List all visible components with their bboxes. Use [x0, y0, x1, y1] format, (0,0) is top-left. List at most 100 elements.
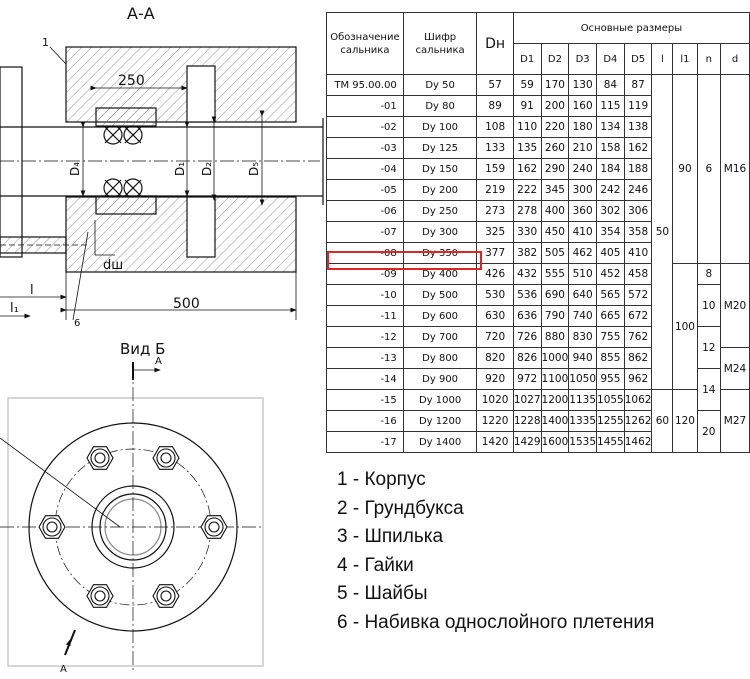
cell-d4: 1455: [596, 431, 625, 453]
cell-d3: 940: [568, 347, 598, 369]
dim-d4: D₄: [68, 161, 83, 177]
l1-cell: 90: [672, 74, 698, 264]
cell-d4: 855: [596, 347, 625, 369]
cell-d2: 200: [540, 95, 570, 117]
d-cell: M27: [719, 389, 750, 453]
n-cell: 6: [696, 74, 721, 264]
col-d4: D4: [596, 43, 625, 75]
cell-d1: 91: [512, 95, 542, 117]
cell-cipher: Dy 80: [402, 95, 478, 117]
cell-d3: 240: [568, 158, 598, 180]
cell-d5: 672: [623, 305, 653, 327]
cell-d4: 158: [596, 137, 625, 159]
cell-dn: 426: [476, 263, 514, 285]
cell-d5: 162: [623, 137, 653, 159]
cell-cipher: Dy 125: [402, 137, 478, 159]
cell-designation: -01: [326, 95, 404, 117]
cell-d3: 410: [568, 221, 598, 243]
cell-d3: 210: [568, 137, 598, 159]
cell-d4: 302: [596, 200, 625, 222]
legend-item-3: 3 - Шпилька: [337, 526, 444, 548]
l1-cell: 100: [672, 263, 698, 390]
cell-d5: 862: [623, 347, 653, 369]
cell-dn: 377: [476, 242, 514, 264]
cell-designation: -04: [326, 158, 404, 180]
cell-d2: 1000: [540, 347, 570, 369]
cell-d1: 826: [512, 347, 542, 369]
cell-d3: 830: [568, 326, 598, 348]
cell-d4: 452: [596, 263, 625, 285]
cell-d5: 1262: [623, 410, 653, 432]
cell-designation: -07: [326, 221, 404, 243]
cell-d5: 1462: [623, 431, 653, 453]
cell-cipher: Dy 250: [402, 200, 478, 222]
cell-dn: 1420: [476, 431, 514, 453]
cell-d2: 260: [540, 137, 570, 159]
cell-cipher: Dy 1400: [402, 431, 478, 453]
col-cipher: Шифр сальника: [402, 12, 478, 75]
cell-d4: 1055: [596, 389, 625, 411]
cell-dn: 530: [476, 284, 514, 306]
cell-dn: 273: [476, 200, 514, 222]
l1-cell: 120: [672, 389, 698, 453]
col-designation: Обозначение сальника: [326, 12, 404, 75]
cell-d2: 1400: [540, 410, 570, 432]
cell-dn: 133: [476, 137, 514, 159]
cell-d2: 450: [540, 221, 570, 243]
cell-dn: 89: [476, 95, 514, 117]
cell-d2: 1600: [540, 431, 570, 453]
n-cell: 8: [696, 263, 721, 285]
cell-d2: 880: [540, 326, 570, 348]
cell-d4: 1255: [596, 410, 625, 432]
l-cell: 50: [651, 74, 674, 390]
cell-d1: 162: [512, 158, 542, 180]
cell-d3: 1335: [568, 410, 598, 432]
cell-cipher: Dy 500: [402, 284, 478, 306]
cell-dn: 1020: [476, 389, 514, 411]
dim-250: 250: [118, 73, 145, 89]
section-view: [0, 46, 324, 321]
cell-d3: 1050: [568, 368, 598, 390]
cell-d4: 134: [596, 116, 625, 138]
cut-label-top: А: [155, 356, 162, 367]
cell-cipher: Dy 1000: [402, 389, 478, 411]
dim-d1: D₁: [173, 161, 188, 177]
highlighted-row: [327, 251, 482, 270]
cell-cipher: Dy 700: [402, 326, 478, 348]
cell-d4: 354: [596, 221, 625, 243]
cell-d5: 138: [623, 116, 653, 138]
callout-1: 1: [42, 36, 49, 49]
cell-dn: 108: [476, 116, 514, 138]
cell-d4: 755: [596, 326, 625, 348]
cell-d4: 84: [596, 74, 625, 96]
cell-designation: ТМ 95.00.00: [326, 74, 404, 96]
cell-d2: 790: [540, 305, 570, 327]
cell-d2: 220: [540, 116, 570, 138]
legend-item-6: 6 - Набивка однослойного плетения: [337, 611, 655, 633]
cell-d1: 972: [512, 368, 542, 390]
cell-cipher: Dy 150: [402, 158, 478, 180]
cell-cipher: Dy 800: [402, 347, 478, 369]
col-l: l: [651, 43, 674, 75]
dim-l1: l₁: [10, 301, 19, 316]
section-title: А-А: [127, 4, 155, 23]
cell-d1: 110: [512, 116, 542, 138]
n-cell: 14: [696, 368, 721, 411]
l-cell: 60: [651, 389, 674, 453]
cell-d5: 458: [623, 263, 653, 285]
cell-dn: 219: [476, 179, 514, 201]
col-d1: D1: [512, 43, 542, 75]
cell-designation: -16: [326, 410, 404, 432]
cell-designation: -10: [326, 284, 404, 306]
col-d2: D2: [540, 43, 570, 75]
dim-l: l: [30, 283, 34, 298]
cell-d3: 1135: [568, 389, 598, 411]
bolt-nuts: [38, 446, 228, 608]
